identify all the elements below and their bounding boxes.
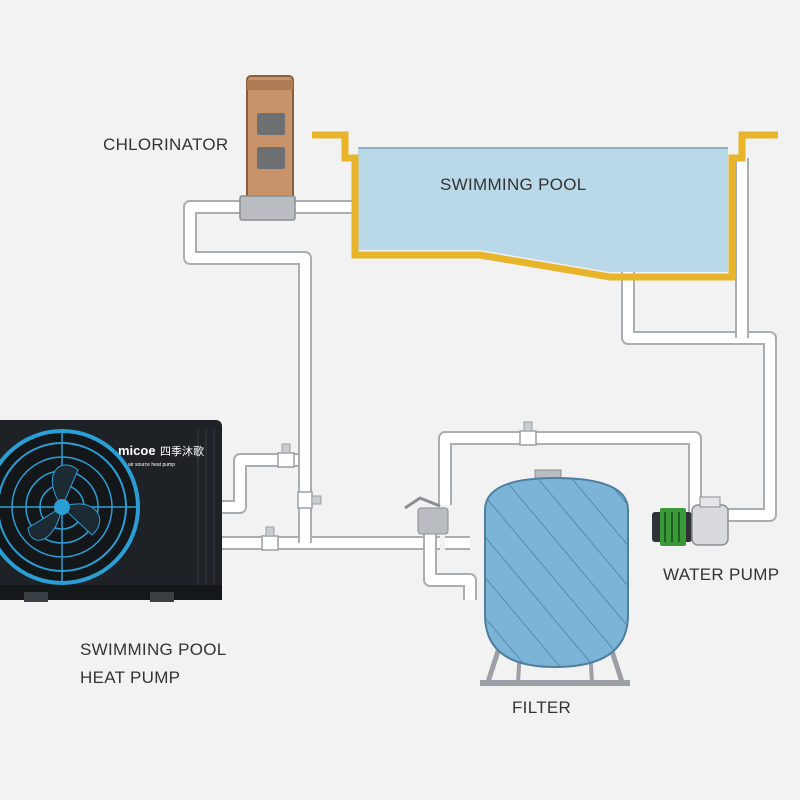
filter-label: FILTER	[512, 698, 572, 717]
chlorinator-icon	[239, 75, 296, 221]
heat-pump-label-line2: HEAT PUMP	[80, 668, 181, 687]
chlorinator-label: CHLORINATOR	[103, 135, 229, 154]
pipe-network	[183, 158, 777, 600]
valve-icon[interactable]	[519, 421, 537, 446]
fan-icon	[0, 429, 140, 585]
water-pump-icon	[652, 496, 729, 546]
heat-pump-unit-icon: micoe 四季沐歌 air source heat pump	[0, 420, 222, 602]
pool-water	[358, 148, 728, 272]
valve-icon[interactable]	[261, 526, 279, 551]
brand-name: micoe	[118, 443, 156, 458]
water-pump-label: WATER PUMP	[663, 565, 780, 584]
sand-filter-tank-icon	[404, 469, 630, 686]
swimming-pool-label: SWIMMING POOL	[440, 175, 587, 194]
swimming-pool	[312, 131, 778, 281]
valve-icon[interactable]	[277, 443, 295, 468]
pool-wall	[312, 131, 778, 281]
heat-pump-label-line1: SWIMMING POOL	[80, 640, 227, 659]
brand-tagline: air source heat pump	[128, 462, 175, 468]
valve-icon[interactable]	[297, 491, 322, 509]
brand-chinese: 四季沐歌	[160, 444, 204, 458]
